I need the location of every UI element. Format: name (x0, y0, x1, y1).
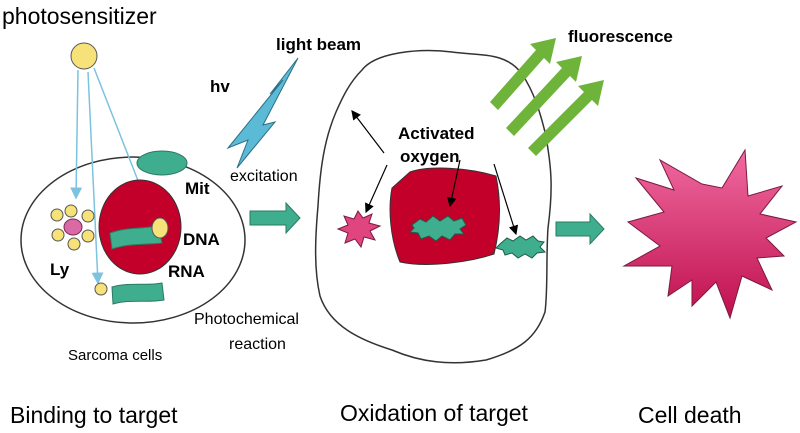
dna-label: DNA (183, 230, 220, 249)
reaction-arrow-center (447, 159, 461, 208)
lysosome-photosensitizer (67, 237, 81, 251)
process-arrow-2 (555, 212, 605, 246)
damaged-lysosome-star (336, 210, 382, 249)
oxidized-nucleus (389, 167, 501, 265)
lysosome-photosensitizer (64, 204, 78, 218)
process-arrow-1 (249, 201, 301, 235)
activated-oxygen-label-line1: Activated (398, 124, 475, 143)
excitation-label: excitation (230, 168, 298, 185)
nucleus (98, 179, 182, 275)
light-beam-label: light beam (276, 35, 361, 54)
ly-label: Ly (50, 260, 70, 279)
uptake-arrow-lysosome (70, 69, 83, 200)
lysosome-photosensitizer (81, 209, 95, 223)
uptake-arrow-rna (87, 71, 104, 285)
bound-photosensitizer-dna (151, 217, 169, 239)
stage-oxidation-label: Oxidation of target (340, 400, 529, 426)
photochemical-label-line1: Photochemical (194, 311, 299, 328)
mitochondrion (136, 150, 188, 176)
fluorescence-label: fluorescence (568, 27, 673, 46)
mit-label: Mit (185, 179, 210, 198)
fluorescence-arrow-3 (528, 80, 604, 156)
photosensitizer-molecule (70, 42, 98, 70)
rna-label: RNA (168, 262, 205, 281)
reaction-arrow-right (493, 163, 519, 236)
reaction-arrow-up (351, 110, 385, 154)
reaction-arrow-left (365, 164, 388, 214)
photosensitizer-label: photosensitizer (2, 3, 157, 29)
fluorescence-arrows (490, 38, 604, 156)
damaged-organelle-star (495, 235, 547, 259)
lysosome (63, 218, 83, 236)
hv-label: hv (210, 77, 230, 96)
rna-strand (111, 282, 165, 305)
sarcoma-cells-label: Sarcoma cells (68, 347, 162, 364)
lysosome-photosensitizer (81, 229, 95, 243)
lysosome-photosensitizer (51, 228, 65, 242)
cell-death-burst (622, 148, 798, 320)
dna-strand (109, 225, 163, 250)
fluorescence-arrow-2 (506, 56, 582, 136)
fluorescence-arrow-1 (490, 38, 556, 110)
rna-photosensitizer (94, 282, 108, 296)
stage-binding-label: Binding to target (10, 402, 178, 428)
activated-oxygen-label-line2: oxygen (400, 147, 460, 166)
damaged-dna-star (408, 215, 467, 242)
photochemical-label-line2: reaction (229, 336, 286, 353)
stage-death-label: Cell death (638, 402, 742, 428)
lysosome-photosensitizer (50, 208, 64, 222)
lightning-bolt-icon (226, 57, 299, 169)
